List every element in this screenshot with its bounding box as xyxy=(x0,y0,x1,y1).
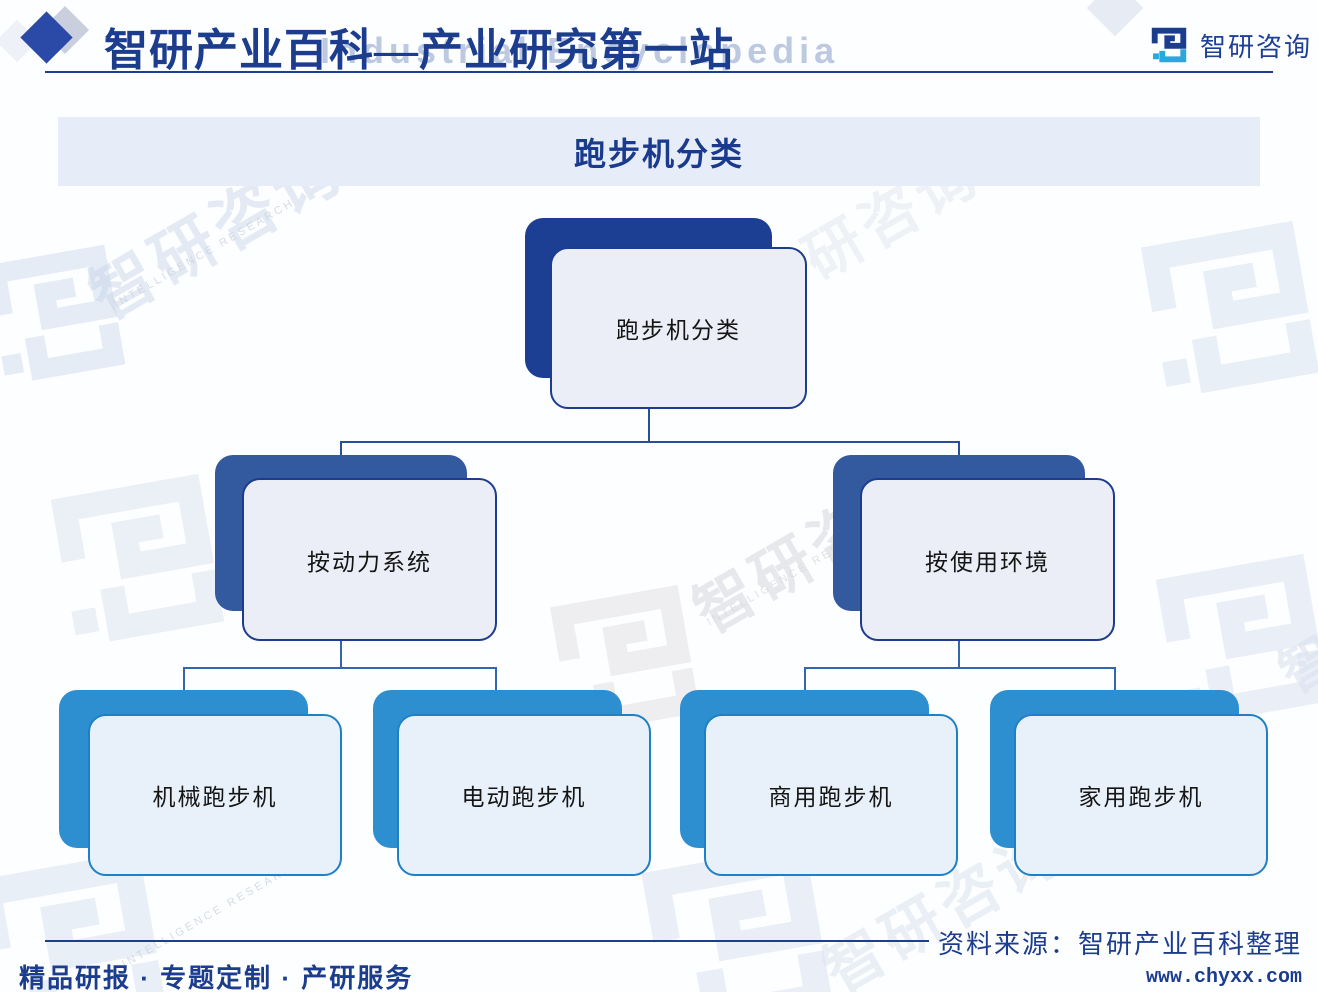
connector-leaf-drop xyxy=(495,667,497,692)
node-leaf-commercial: 商用跑步机 xyxy=(704,714,958,876)
brand-watermark-icon xyxy=(0,244,126,381)
connector-left-stem xyxy=(340,637,342,668)
brand-watermark-icon xyxy=(50,473,225,642)
connector-root-stem xyxy=(648,405,650,442)
connector-right-horizontal xyxy=(804,667,1116,669)
brand-watermark-text: 智研咨询 xyxy=(1269,532,1318,705)
connector-branch-drop xyxy=(958,441,960,457)
node-leaf-electric: 电动跑步机 xyxy=(397,714,651,876)
connector-leaf-drop xyxy=(804,667,806,692)
footer-website-text: www.chyxx.com xyxy=(1145,966,1302,989)
connector-branch-drop xyxy=(340,441,342,457)
connector-leaf-drop xyxy=(183,667,185,692)
diagram-title: 跑步机分类 xyxy=(573,135,744,172)
diagram-title-bar: 跑步机分类 xyxy=(58,117,1260,186)
connector-branch-horizontal xyxy=(340,441,960,443)
node-leaf-home-label: 家用跑步机 xyxy=(1078,784,1204,810)
footer-divider xyxy=(45,940,929,942)
company-logo-text: 智研咨询 xyxy=(1200,31,1313,62)
company-logo-icon xyxy=(1151,27,1187,63)
node-branch-power-label: 按动力系统 xyxy=(307,548,432,575)
connector-leaf-drop xyxy=(1114,667,1116,692)
connector-right-stem xyxy=(958,637,960,668)
node-leaf-home: 家用跑步机 xyxy=(1014,714,1268,876)
node-leaf-commercial-label: 商用跑步机 xyxy=(768,784,894,810)
node-branch-environment-label: 按使用环境 xyxy=(925,548,1050,575)
decor-diamond xyxy=(1086,0,1144,37)
node-leaf-electric-label: 电动跑步机 xyxy=(461,784,587,810)
node-leaf-mechanical: 机械跑步机 xyxy=(88,714,342,876)
connector-left-horizontal xyxy=(183,667,497,669)
node-root: 跑步机分类 xyxy=(550,247,807,409)
brand-watermark-subtext: INTELLIGENCE RESEARCH xyxy=(112,196,297,311)
company-logo: 智研咨询 xyxy=(1148,24,1312,66)
header-divider xyxy=(45,71,1273,73)
footer-services-text: 精品研报 · 专题定制 · 产研服务 xyxy=(19,963,414,992)
node-root-label: 跑步机分类 xyxy=(616,317,741,343)
node-branch-environment: 按使用环境 xyxy=(860,478,1115,641)
brand-watermark-icon xyxy=(1140,220,1318,394)
node-branch-power: 按动力系统 xyxy=(242,478,497,641)
footer-source-text: 资料来源：智研产业百科整理 xyxy=(937,929,1302,959)
page-title: 智研产业百科—产业研究第一站 xyxy=(104,26,734,75)
header-latin-watermark: Industrial Encyclopedia xyxy=(320,30,840,71)
node-leaf-mechanical-label: 机械跑步机 xyxy=(152,784,278,810)
